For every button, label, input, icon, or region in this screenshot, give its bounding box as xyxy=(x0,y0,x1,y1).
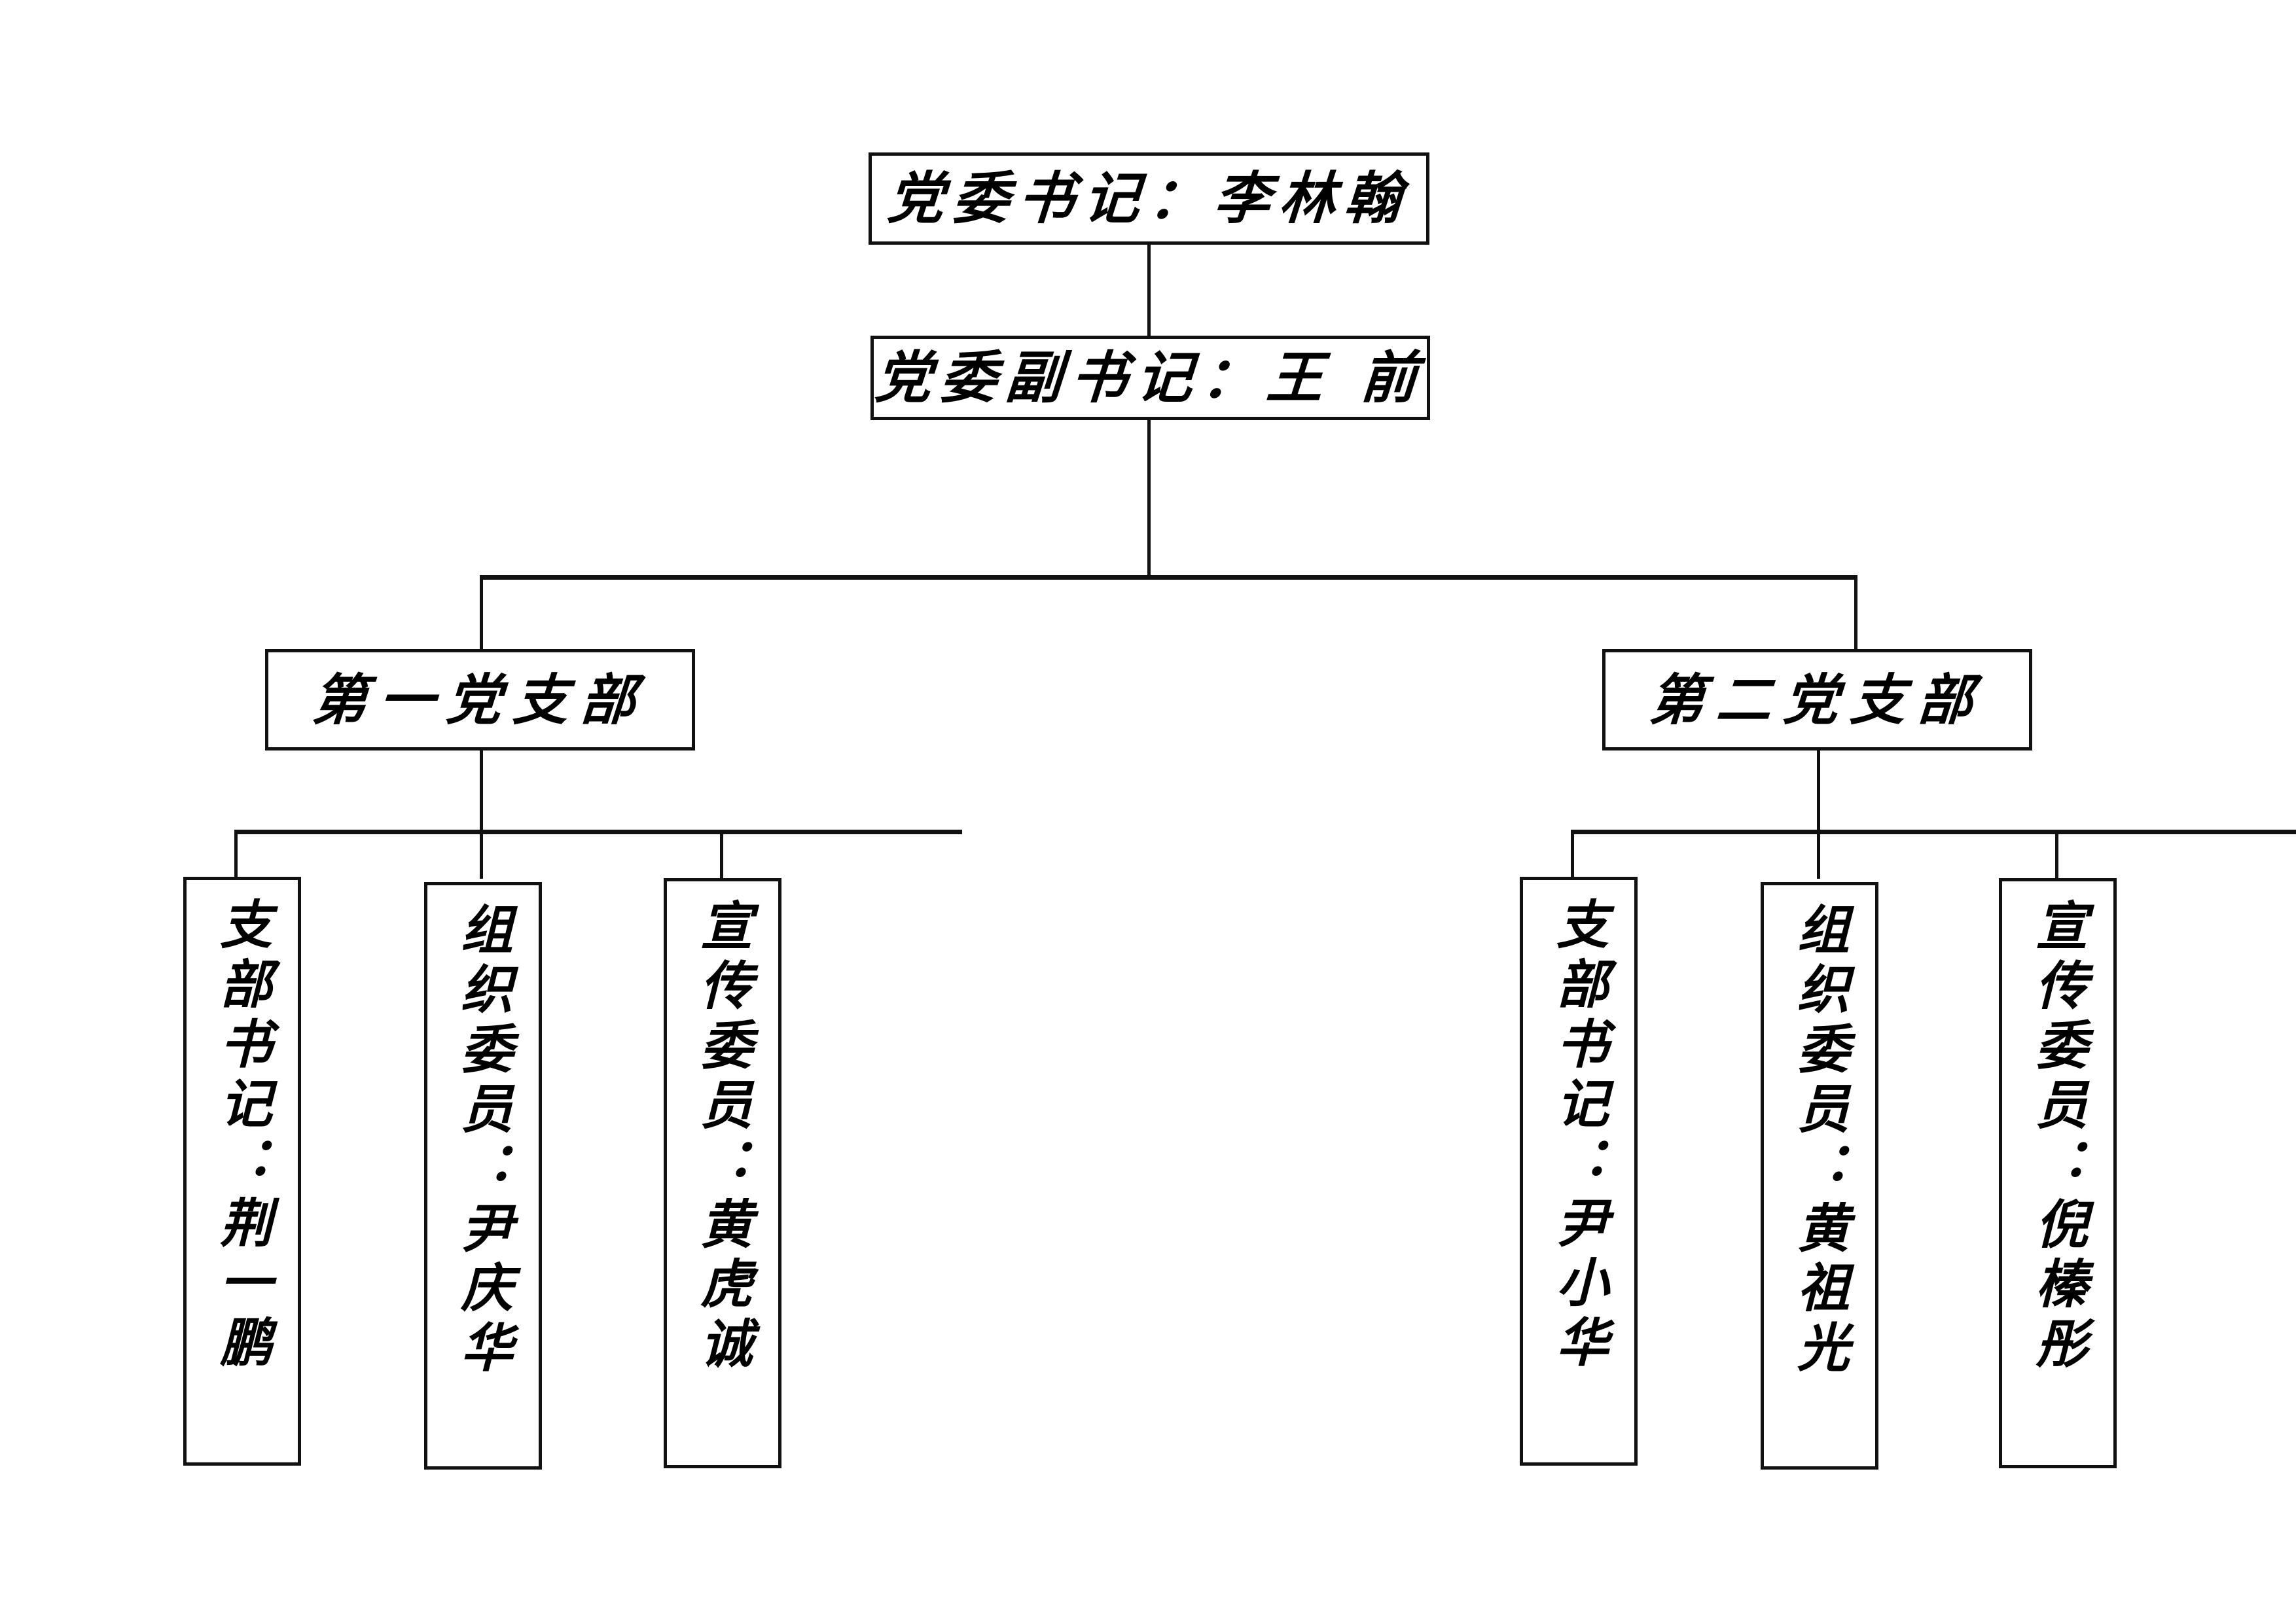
node-branch-two[interactable]: 第二党支部 xyxy=(1602,649,2032,750)
node-branch-one-member-1-label: 支部书记：荆一鹏 xyxy=(211,897,273,1375)
connector-branch-two-drop xyxy=(1854,575,1857,651)
connector-branch-two-bus xyxy=(1571,830,2296,834)
node-branch-two-member-3[interactable]: 宣传委员：倪榛彤 xyxy=(1999,878,2117,1468)
node-party-secretary-label: 党委书记：李林翰 xyxy=(885,165,1413,232)
connector-branch-one-drop xyxy=(480,575,483,651)
node-branch-one-member-1[interactable]: 支部书记：荆一鹏 xyxy=(183,877,301,1466)
node-party-secretary[interactable]: 党委书记：李林翰 xyxy=(869,152,1429,245)
node-branch-one-member-3[interactable]: 宣传委员：黄虎诚 xyxy=(664,878,781,1468)
connector-deputy-drop xyxy=(1147,420,1151,578)
connector-secretary-to-deputy xyxy=(1147,243,1151,337)
connector-branch-two-child-3 xyxy=(2055,830,2058,879)
node-branch-two-member-2-label: 组织委员：黄祖光 xyxy=(1789,902,1850,1380)
connector-branch-one-bus xyxy=(234,830,962,834)
node-branch-one-member-2[interactable]: 组织委员：尹庆华 xyxy=(424,882,542,1470)
node-branch-two-member-3-label: 宣传委员：倪榛彤 xyxy=(2027,898,2089,1376)
node-deputy-secretary[interactable]: 党委副书记：王 前 xyxy=(870,336,1430,420)
node-branch-two-member-2[interactable]: 组织委员：黄祖光 xyxy=(1761,882,1878,1470)
node-branch-one-label: 第一党支部 xyxy=(310,667,651,732)
connector-branch-one-child-2 xyxy=(480,830,483,879)
connector-branch-one-child-1 xyxy=(234,830,238,879)
node-branch-one-member-3-label: 宣传委员：黄虎诚 xyxy=(692,898,753,1376)
node-deputy-secretary-label: 党委副书记：王 前 xyxy=(872,344,1428,411)
connector-branch-bus xyxy=(480,575,1857,580)
node-branch-one[interactable]: 第一党支部 xyxy=(265,649,695,750)
node-branch-one-member-2-label: 组织委员：尹庆华 xyxy=(452,902,514,1380)
connector-branch-one-child-3 xyxy=(720,830,723,879)
connector-branch-two-child-2 xyxy=(1817,830,1820,879)
connector-branch-two-child-1 xyxy=(1571,830,1574,879)
node-branch-two-member-1-label: 支部书记：尹小华 xyxy=(1548,897,1609,1375)
connector-branch-two-stem xyxy=(1817,750,1820,832)
node-branch-two-member-1[interactable]: 支部书记：尹小华 xyxy=(1520,877,1638,1466)
node-branch-two-label: 第二党支部 xyxy=(1647,667,1988,732)
connector-branch-one-stem xyxy=(480,750,483,832)
